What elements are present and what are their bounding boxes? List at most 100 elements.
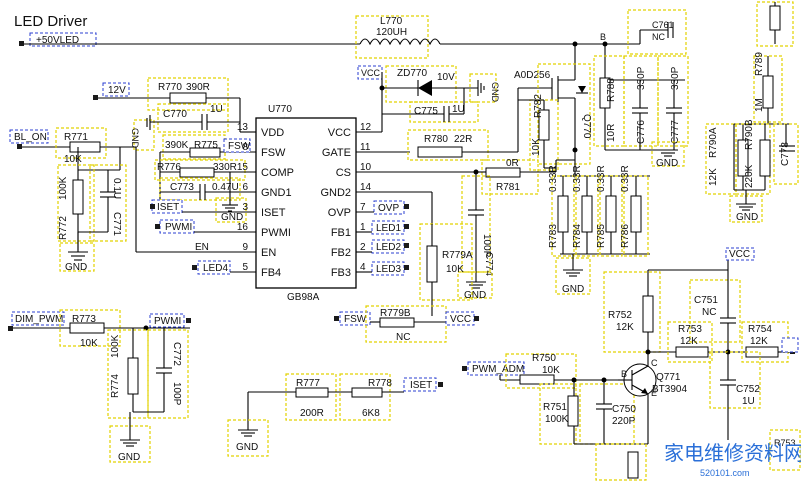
svg-text:GND: GND [236,442,258,453]
svg-text:LED3: LED3 [376,264,401,275]
net-tag-iset [151,199,183,214]
svg-text:L770: L770 [380,16,403,27]
svg-text:VCC: VCC [729,249,750,260]
svg-text:12K: 12K [680,336,698,347]
svg-text:12V: 12V [108,85,126,96]
resistor-r778: R778 6K8 [339,373,392,421]
svg-text:Q771: Q771 [656,372,681,383]
svg-text:R780: R780 [424,134,448,145]
svg-text:330P: 330P [670,66,681,90]
net-port [19,41,24,46]
svg-text:1U: 1U [210,104,223,115]
svg-text:100P: 100P [171,382,182,406]
resistor-r786: 0.33R R786 [620,165,649,257]
svg-text:NC: NC [652,32,665,42]
svg-text:GND: GND [490,82,500,103]
svg-text:GND: GND [656,158,678,169]
svg-text:C777: C777 [670,120,681,144]
svg-text:C773: C773 [170,182,194,193]
ground-symbol: GND [227,419,269,457]
resistor-r788: R788 10R [593,55,625,147]
svg-text:12K: 12K [750,336,768,347]
svg-text:390R: 390R [186,82,210,93]
svg-text:200R: 200R [300,408,324,419]
svg-text:R771: R771 [64,132,88,143]
ic-pin-name: FB4 [261,267,281,279]
resistor-r784: 0.33R R784 [572,165,599,257]
ic-pin-name: FB1 [331,227,351,239]
svg-text:DIM_PWM: DIM_PWM [15,314,63,325]
resistor-r779b: R779B NC [365,305,447,343]
svg-text:0.33R: 0.33R [548,165,559,192]
ic-pin-pwmi: 16 PWMI [237,222,291,239]
ic-pin-number: 1 [360,222,366,233]
ic-pin-name: GND1 [261,187,292,199]
ic-pin-number: 4 [360,262,366,273]
svg-text:R754: R754 [748,324,772,335]
ic-pin-number: 16 [237,222,249,233]
svg-text:1M: 1M [754,98,765,112]
ic-pin-name: FB2 [331,247,351,259]
svg-text:R789: R789 [754,52,765,76]
net-label-en: EN [195,242,209,253]
svg-text:R788: R788 [606,78,617,102]
svg-text:C772: C772 [171,342,182,366]
ground-symbol: GND [215,197,247,223]
svg-text:220P: 220P [612,416,636,427]
capacitor-c772: C772 100P [147,328,189,419]
diagram-title: LED Driver [14,13,87,30]
svg-text:R772: R772 [58,216,69,240]
net-tag-led4 [197,260,231,275]
svg-text:1U: 1U [742,396,755,407]
resistor-r753-partial: R753 [769,429,801,471]
svg-text:BT3904: BT3904 [652,384,687,395]
capacitor-c761: C761 NC [627,9,687,55]
svg-text:C: C [651,358,658,368]
svg-text:0.33R: 0.33R [596,165,607,192]
svg-text:22R: 22R [454,134,472,145]
net-tag-led3 [371,261,405,276]
resistor-r774: 100K R774 [107,329,149,419]
svg-text:R782: R782 [533,94,544,118]
svg-text:GB98A: GB98A [287,292,320,303]
net-label-50vled: +50VLED [36,35,79,46]
ground-symbol: GND [59,232,95,273]
ground-symbol: GND [651,141,685,169]
svg-text:R776: R776 [157,162,181,173]
svg-text:NC: NC [396,332,410,343]
svg-text:LED2: LED2 [376,242,401,253]
resistor-stub [595,443,647,481]
capacitor-c770: C770 1U [157,103,240,133]
svg-text:LED1: LED1 [376,223,401,234]
svg-text:LED4: LED4 [203,263,228,274]
svg-text:C774: C774 [483,252,494,276]
ic-pin-name: PWMI [261,227,291,239]
svg-text:R785: R785 [596,224,607,248]
transistor-q771: B C E Q771 BT3904 [618,358,687,398]
net-tag-vcc [725,247,755,261]
svg-text:R774: R774 [110,374,121,398]
svg-text:0.33R: 0.33R [572,165,583,192]
ground-symbol: GND [469,73,500,103]
svg-text:FSW: FSW [344,314,367,325]
capacitor-c771: 0.1U C771 [89,164,127,242]
ic-pin-name: FSW [261,147,286,159]
ic-pin-name: VCC [328,127,351,139]
ic-pin-number: 10 [360,162,372,173]
svg-text:100K: 100K [58,176,69,200]
svg-text:R781: R781 [496,182,520,193]
capacitor-c773: C773 0.47U [159,177,241,201]
svg-text:C752: C752 [736,384,760,395]
resistor-r754: R754 12K [741,321,789,363]
net-tag-led2 [371,239,405,254]
svg-text:ZD770: ZD770 [397,68,427,79]
